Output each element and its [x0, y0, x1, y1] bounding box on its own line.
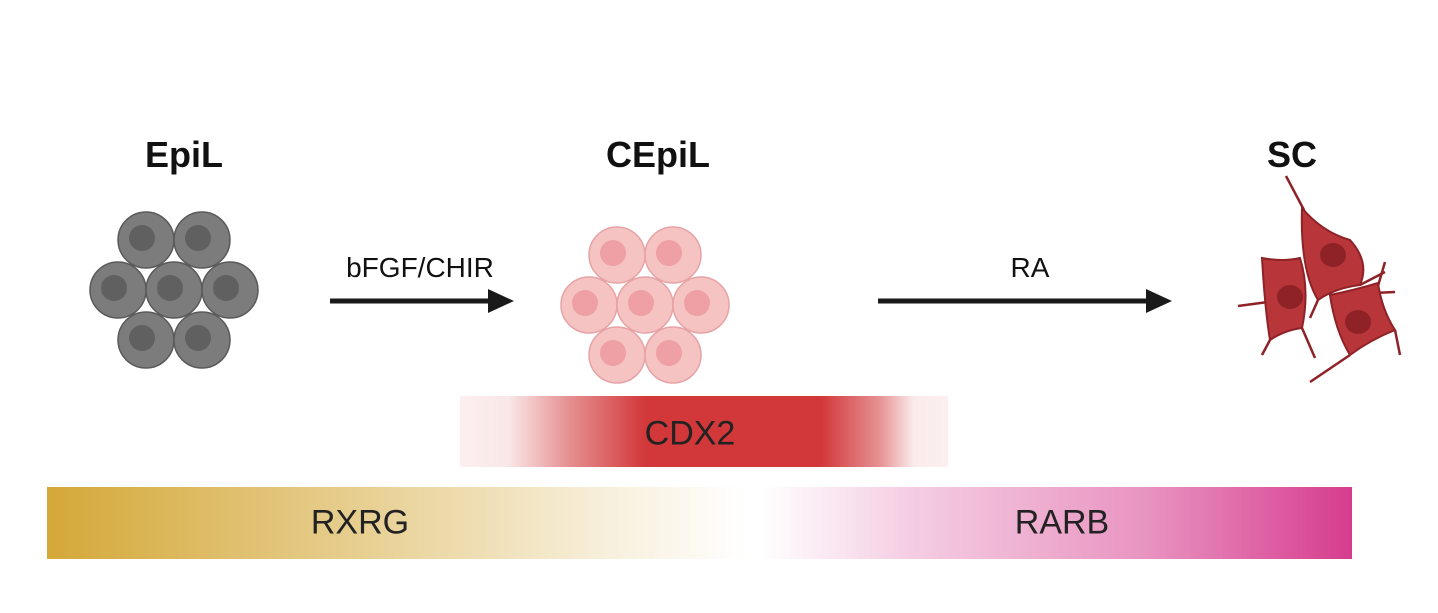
- sc-neurite: [1376, 261, 1387, 287]
- rxrg-label: RXRG: [310, 503, 410, 542]
- sc-neurite: [1237, 300, 1269, 308]
- sc-nucleus: [1345, 310, 1371, 334]
- rxrg-expression-bar: [47, 487, 747, 559]
- cdx2-expression-bar: [460, 396, 948, 467]
- sc-neurite: [1393, 329, 1402, 356]
- cepil-nucleus: [572, 290, 598, 316]
- sc-nucleus: [1277, 285, 1303, 309]
- sc-neurite: [1308, 299, 1320, 319]
- epil-nucleus: [101, 275, 127, 301]
- sc-neurite: [1309, 353, 1351, 384]
- epil-nucleus: [129, 225, 155, 251]
- stage-title-epil: EpiL: [145, 134, 223, 175]
- rarb-label: RARB: [1014, 503, 1110, 542]
- cepil-nucleus: [656, 340, 682, 366]
- sc-neurite: [1284, 175, 1306, 211]
- epil-nucleus: [185, 325, 211, 351]
- cdx2-label: CDX2: [644, 414, 736, 453]
- rarb-expression-bar: [760, 487, 1352, 559]
- cepil-nucleus: [600, 240, 626, 266]
- cepil-nucleus: [684, 290, 710, 316]
- epil-nucleus: [157, 275, 183, 301]
- cepil-nucleus: [600, 340, 626, 366]
- epil-nucleus: [213, 275, 239, 301]
- arrow2-head: [1146, 289, 1172, 313]
- sc-neurite: [1300, 327, 1317, 359]
- epil-nucleus: [185, 225, 211, 251]
- epil-nucleus: [129, 325, 155, 351]
- arrow1-head: [488, 289, 514, 313]
- transition-label-ra: RA: [1010, 252, 1050, 283]
- transition-label-bfgf-chir: bFGF/CHIR: [346, 252, 494, 283]
- stage-title-cepil: CEpiL: [606, 134, 710, 175]
- cepil-nucleus: [628, 290, 654, 316]
- cepil-nucleus: [656, 240, 682, 266]
- sc-nucleus: [1320, 243, 1346, 267]
- sc-neurite: [1260, 339, 1272, 356]
- stage-title-sc: SC: [1266, 134, 1318, 175]
